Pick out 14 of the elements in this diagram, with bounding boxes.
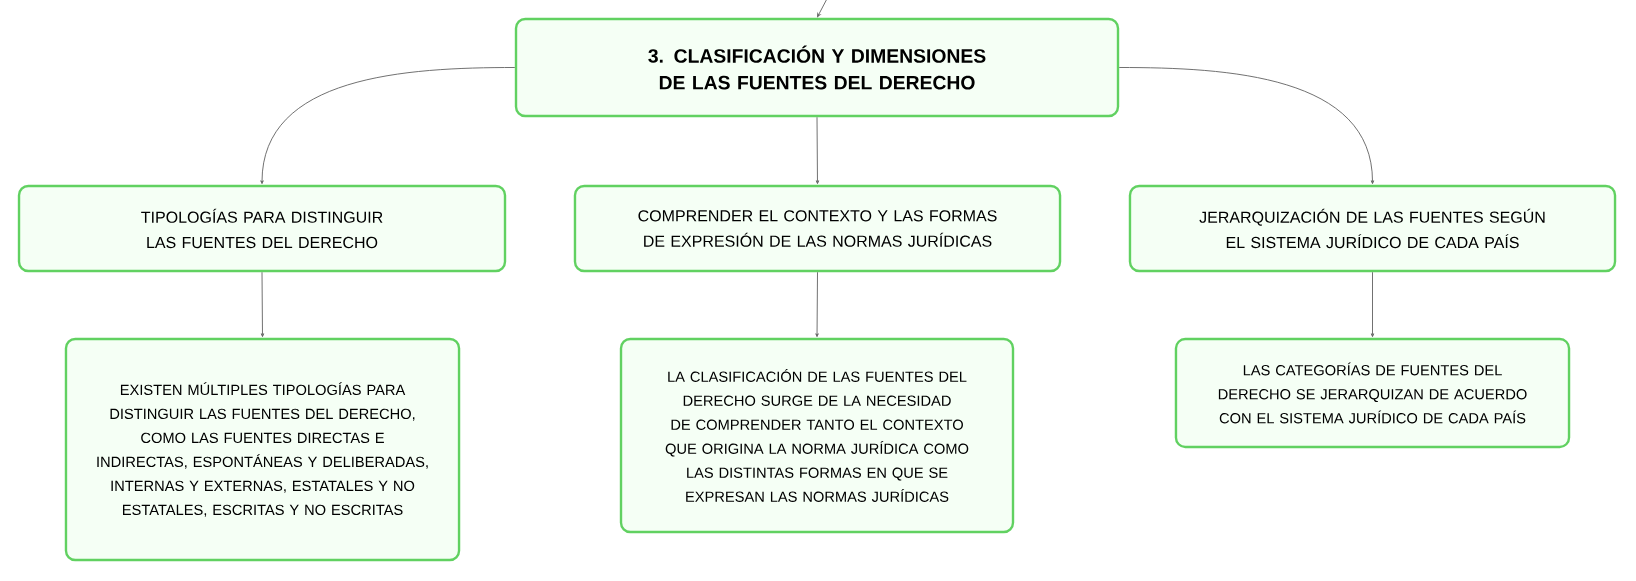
topic-box: JERARQUIZACIÓN DE LAS FUENTES SEGÚN EL SISTEMA JURÍDICO DE CADA PAÍS xyxy=(1128,184,1617,273)
arrow xyxy=(815,271,819,338)
note-box: EXISTEN MÚLTIPLES TIPOLOGÍAS PARA DISTINGUIR LAS FUENTES DEL DERECHO, COMO LAS FUENTES DIRECTAS E INDIRECTAS, ESPONTÁNEAS Y DELIBERADAS, INTERNAS Y EXTERNAS, ESTATALES Y NO ESTATALES, ESCRITAS Y NO ESCRITAS xyxy=(64,337,461,562)
arrow xyxy=(260,67,516,185)
topic-box: 3. CLASIFICACIÓN Y DIMENSIONES DE LAS FUENTES DEL DERECHO xyxy=(514,17,1120,118)
topic-box: TIPOLOGÍAS PARA DISTINGUIR LAS FUENTES DEL DERECHO xyxy=(17,184,507,273)
note-box: LAS CATEGORÍAS DE FUENTES DEL DERECHO SE JERARQUIZAN DE ACUERDO CON EL SISTEMA JURÍDICO DE CADA PAÍS xyxy=(1174,337,1571,449)
arrow xyxy=(1370,271,1375,338)
arrow xyxy=(260,271,265,338)
arrow xyxy=(817,0,828,18)
arrow xyxy=(815,116,820,185)
arrow xyxy=(1118,67,1375,185)
note-box: LA CLASIFICACIÓN DE LAS FUENTES DEL DERECHO SURGE DE LA NECESIDAD DE COMPRENDER TANTO EL CONTEXTO QUE ORIGINA LA NORMA JURÍDICA COMO LAS DISTINTAS FORMAS EN QUE SE EXPRESAN LAS NORMAS JURÍDICAS xyxy=(619,337,1015,534)
topic-box: COMPRENDER EL CONTEXTO Y LAS FORMAS DE EXPRESIÓN DE LAS NORMAS JURÍDICAS xyxy=(573,184,1062,273)
